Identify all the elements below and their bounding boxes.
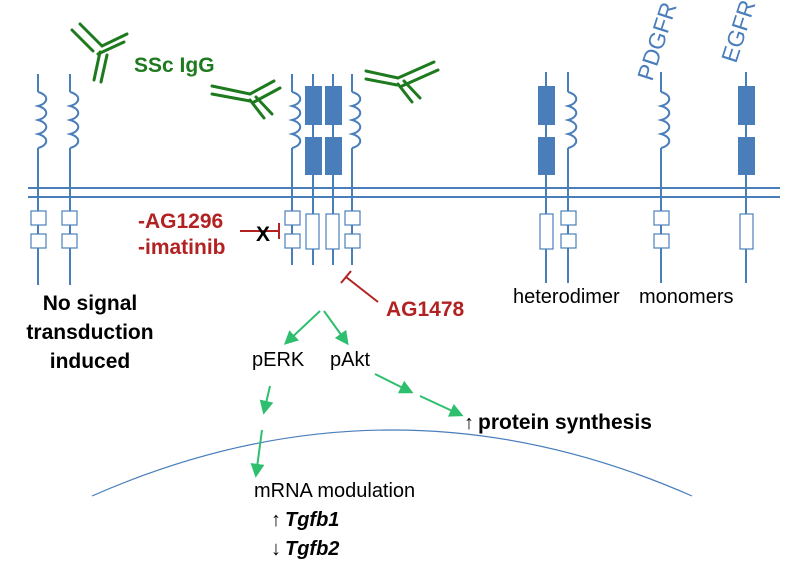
tgfb1-arrow: ↑: [271, 509, 281, 531]
ag1478-label: AG1478: [386, 298, 465, 321]
cell-membrane: [28, 187, 780, 198]
antibody-igg-1: [70, 22, 129, 84]
egfr-label: EGFR: [716, 0, 760, 66]
heterodimer-label: heterodimer: [513, 286, 620, 308]
ag1478-inhibition-line: [340, 270, 379, 303]
tgfb2-label: Tgfb2: [285, 538, 339, 560]
heterodimer-receptor: [538, 72, 578, 283]
arrow-to-perk: [283, 310, 321, 345]
tgfb1-label: Tgfb1: [285, 509, 339, 531]
egfr-monomer: [738, 72, 755, 283]
no-signal-line-1: No signal: [43, 292, 138, 315]
pakt-label: pAkt: [330, 349, 370, 371]
arrow-to-pakt: [323, 310, 349, 346]
pdgfr-label: PDGFR: [632, 0, 682, 84]
antibody-igg-2: [210, 79, 282, 120]
mrna-modulation-label: mRNA modulation: [254, 480, 415, 502]
block-mark: X: [256, 223, 270, 246]
monomers-label: monomers: [639, 286, 733, 308]
signal-arrows: [250, 310, 464, 478]
pdgfr-monomer: [653, 72, 671, 283]
tgfb2-arrow: ↓: [271, 538, 281, 560]
ag1296-inhibition-line: [240, 223, 280, 239]
nuclear-envelope: [91, 429, 693, 497]
no-signal-line-3: induced: [50, 350, 131, 373]
arrow-perk-down: [259, 385, 274, 415]
no-signal-line-2: transduction: [26, 321, 153, 344]
pdgfr-dimer-unbound: [30, 74, 80, 285]
arrow-pakt-right: [374, 373, 414, 394]
ssc-igg-label: SSc IgG: [134, 54, 215, 77]
protein-synthesis-arrow: ↑: [464, 412, 474, 434]
antibody-igg-3: [364, 60, 440, 104]
ag1296-label: -AG1296: [138, 210, 223, 233]
perk-label: pERK: [252, 349, 305, 371]
arrow-perk-to-nucleus: [250, 429, 265, 478]
imatinib-label: -imatinib: [138, 236, 226, 259]
central-receptor-complex: [284, 74, 362, 265]
arrow-to-protein-synthesis: [419, 395, 464, 417]
protein-synthesis-label: protein synthesis: [478, 411, 652, 434]
